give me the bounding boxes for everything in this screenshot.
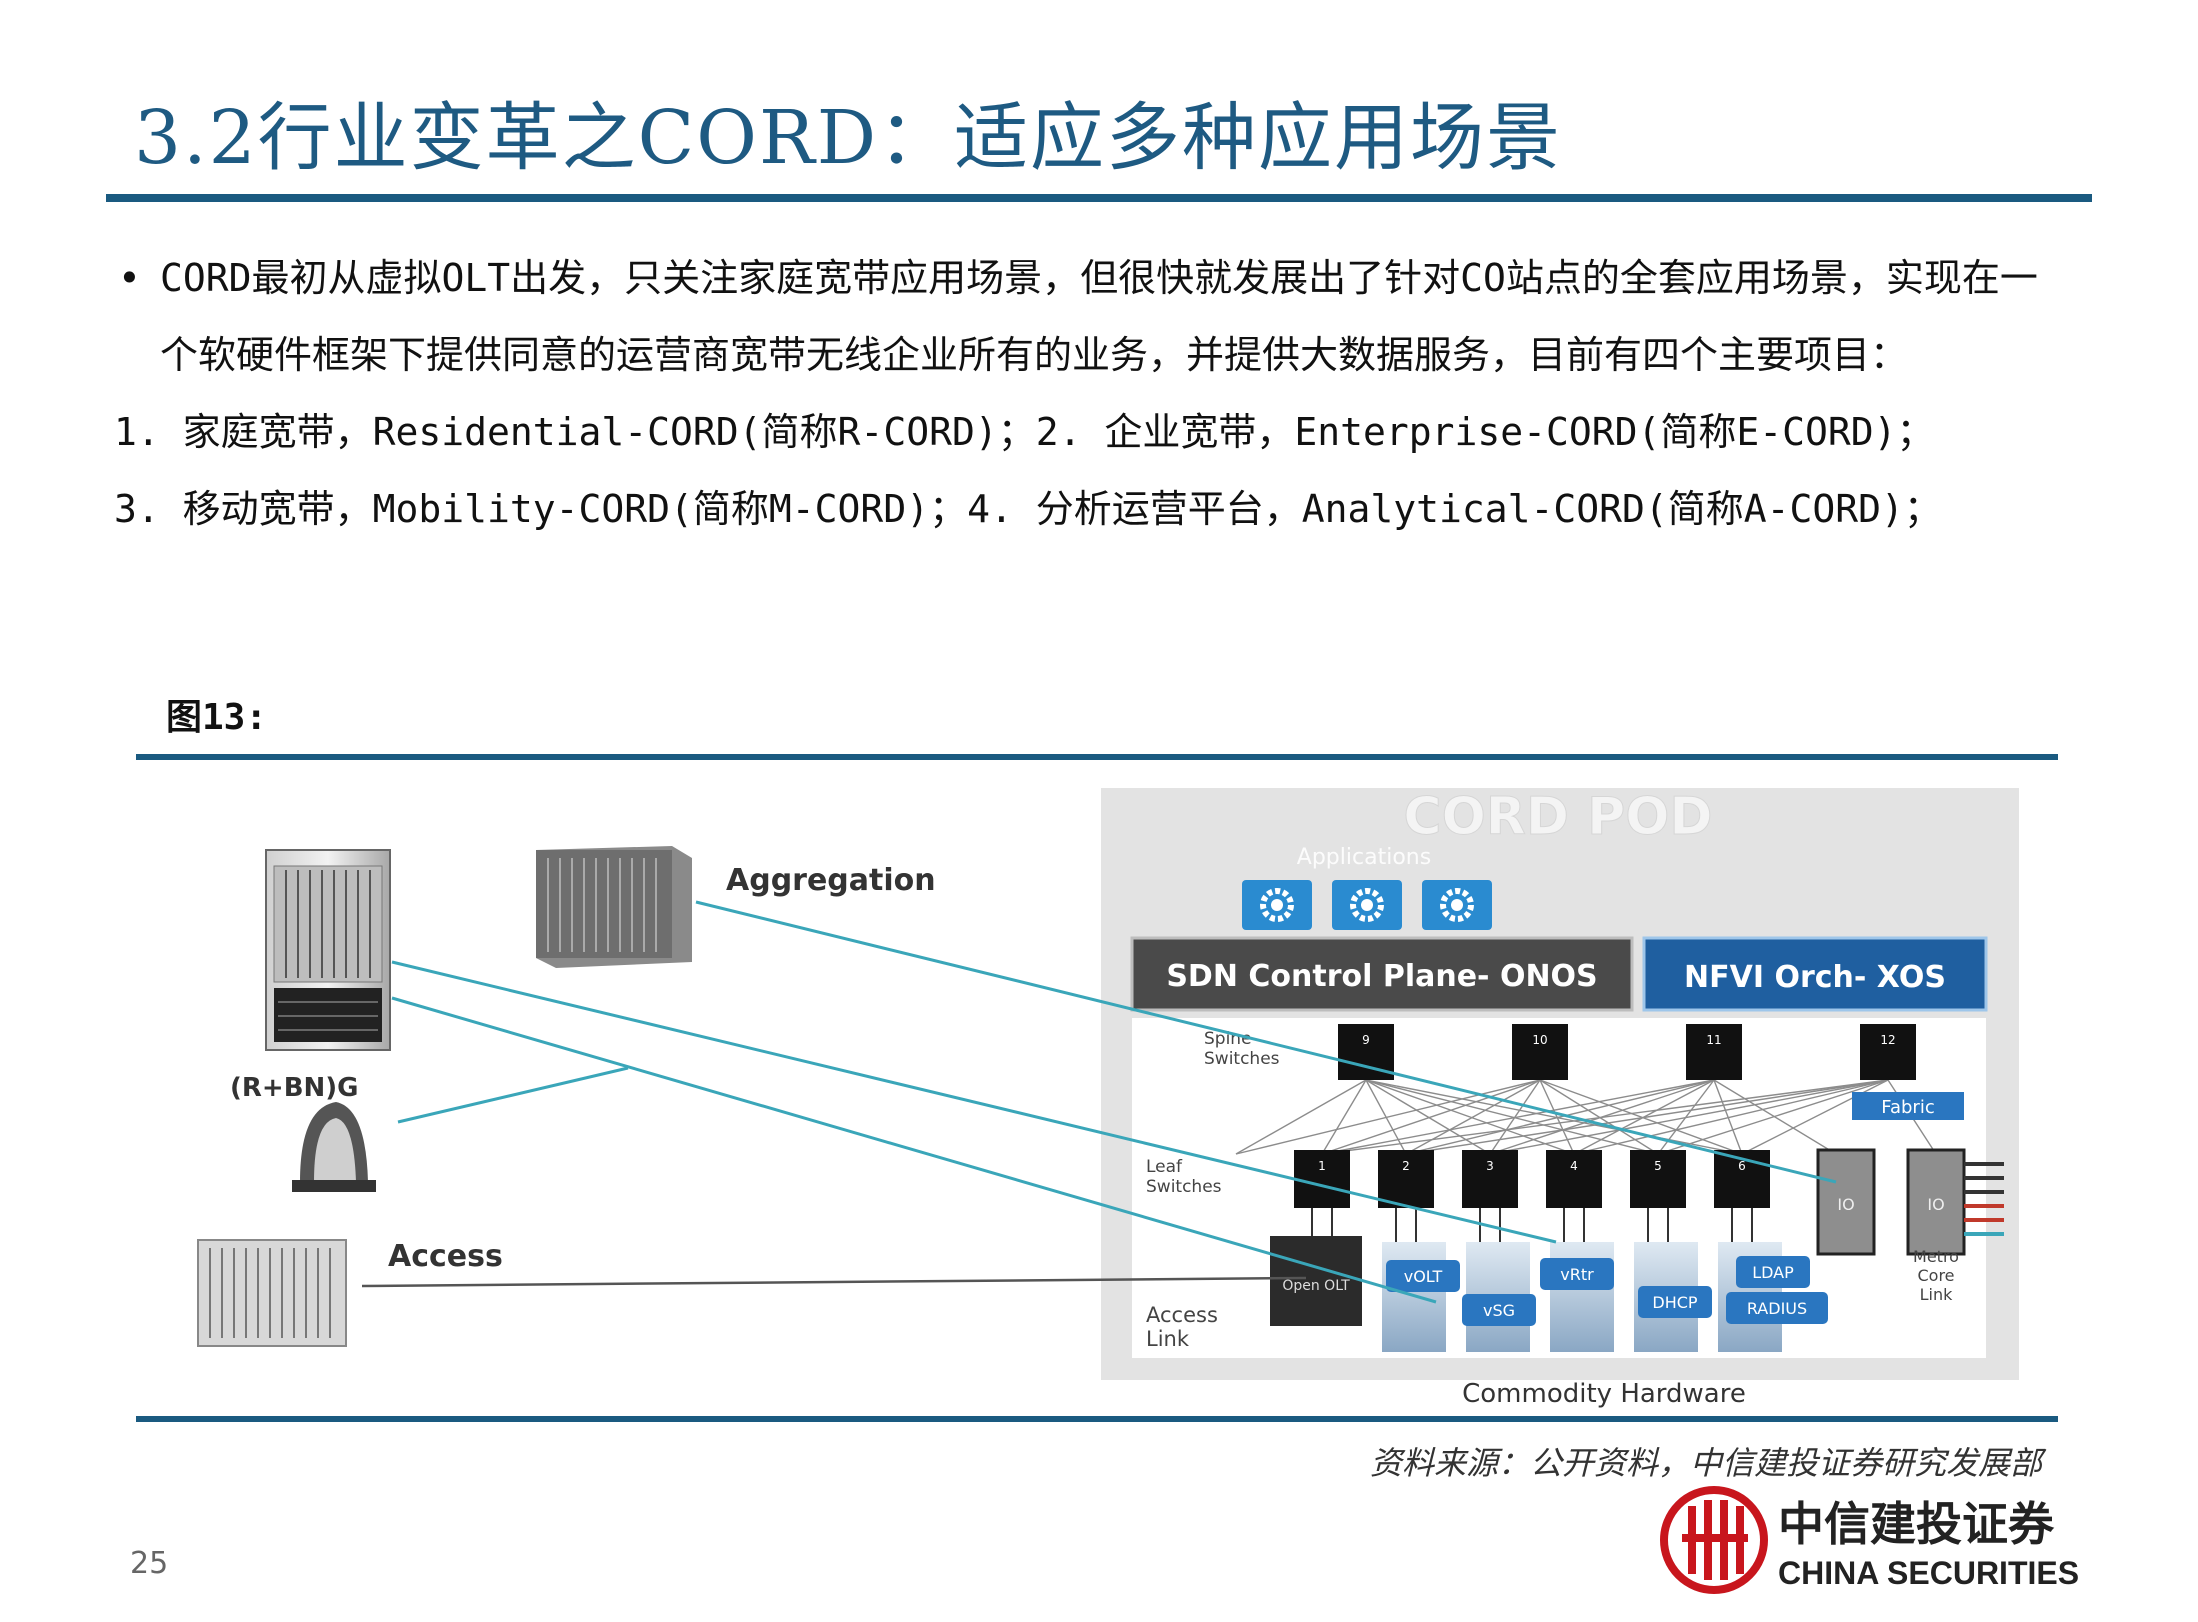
open-olt-box: [1270, 1236, 1362, 1326]
onos-label: SDN Control Plane- ONOS: [1166, 959, 1597, 994]
access-node-icon: [197, 1239, 347, 1347]
io-box: IO: [1816, 1148, 1876, 1256]
rbng-label: (R+BN)G: [230, 1073, 359, 1103]
xos-box: [1642, 936, 1988, 1012]
service-tag-label: RADIUS: [1747, 1299, 1807, 1318]
leaf-switch: 1: [1294, 1150, 1350, 1208]
access-label: Access: [388, 1239, 503, 1274]
spine-id: 11: [1706, 1033, 1721, 1047]
aggregation-chassis-icon: [536, 846, 692, 968]
rbng-to-fabric-line-1: [391, 960, 1557, 1244]
fabric-mesh: [1235, 1079, 1937, 1155]
open-olt-label: Open OLT: [1282, 1278, 1350, 1294]
wireless-router-icon: [292, 1102, 376, 1192]
project-line-1: 1. 家庭宽带，Residential-CORD(简称R-CORD)；2. 企业…: [114, 410, 1935, 454]
title-divider: [106, 194, 2092, 202]
applications-label: Applications: [1297, 845, 1431, 870]
leaf-id: 1: [1318, 1159, 1326, 1173]
rbng-to-fabric-line-2: [391, 996, 1437, 1304]
china-securities-logo: 中信建投证券 CHINA SECURITIES: [1660, 1486, 2079, 1594]
slide-title: 3.2行业变革之CORD：适应多种应用场景: [134, 95, 1563, 181]
logo-name-cn: 中信建投证券: [1778, 1497, 2055, 1551]
service-tag-label: vOLT: [1404, 1267, 1443, 1286]
bullet-paragraph: • CORD最初从虚拟OLT出发，只关注家庭宽带应用场景，但很快就发展出了针对C…: [114, 240, 2074, 394]
service-tag-label: vSG: [1483, 1301, 1515, 1320]
spine-switch: 12: [1860, 1024, 1916, 1080]
spine-id: 10: [1532, 1033, 1547, 1047]
cord-pod-title: CORD POD: [1403, 787, 1712, 847]
io-label: IO: [1837, 1195, 1854, 1214]
aggregation-to-fabric-line: [695, 900, 1837, 1184]
app-gear-icon-2: [1332, 880, 1402, 930]
leaf-switch: 4: [1546, 1150, 1602, 1208]
connector-lines: [361, 900, 1837, 1304]
service-tag: vRtr: [1540, 1258, 1614, 1290]
io-label: IO: [1927, 1195, 1944, 1214]
leaf-down-links: [1311, 1208, 1753, 1242]
leaf-id: 6: [1738, 1159, 1746, 1173]
project-line-2: 3. 移动宽带，Mobility-CORD(简称M-CORD)；4. 分析运营平…: [114, 487, 1942, 531]
commodity-hardware-label: Commodity Hardware: [1462, 1379, 1746, 1409]
rbng-rack-icon: [265, 849, 391, 1051]
leaf-switch: 5: [1630, 1150, 1686, 1208]
service-tag-label: vRtr: [1560, 1265, 1594, 1284]
onos-box: [1130, 936, 1634, 1012]
leaf-switch: 2: [1378, 1150, 1434, 1208]
metro-link-stubs: [1964, 1162, 2004, 1236]
fabric-tag: [1852, 1092, 1964, 1120]
spine-id: 9: [1362, 1033, 1370, 1047]
cord-diagram: CORD POD Applications SDN Control Plane-…: [197, 787, 2019, 1409]
figure-top-rule: [136, 754, 2058, 760]
app-gear-icon-3: [1422, 880, 1492, 930]
leaf-id: 2: [1402, 1159, 1410, 1173]
figure-label: 图13:: [166, 697, 268, 738]
china-securities-emblem-icon: [1660, 1486, 1768, 1594]
service-tag-label: DHCP: [1652, 1293, 1698, 1312]
leaf-id: 4: [1570, 1159, 1578, 1173]
fabric-label: Fabric: [1881, 1097, 1934, 1118]
bullet-dot-icon: •: [118, 256, 141, 300]
xos-label: NFVI Orch- XOS: [1684, 960, 1946, 995]
aggregation-label: Aggregation: [726, 863, 936, 898]
leaf-id: 5: [1654, 1159, 1662, 1173]
logo-name-en: CHINA SECURITIES: [1778, 1555, 2079, 1591]
app-gear-icon-1: [1242, 880, 1312, 930]
spine-id: 12: [1880, 1033, 1895, 1047]
service-tag: vSG: [1462, 1294, 1536, 1326]
bullet-text: CORD最初从虚拟OLT出发，只关注家庭宽带应用场景，但很快就发展出了针对CO站…: [160, 256, 2038, 377]
service-tag: vOLT: [1386, 1260, 1460, 1292]
page-number: 25: [130, 1546, 169, 1581]
source-note: 资料来源：公开资料，中信建投证券研究发展部: [1369, 1444, 2042, 1482]
service-tag-label: LDAP: [1752, 1263, 1794, 1282]
leaf-switch: 3: [1462, 1150, 1518, 1208]
service-tag: DHCP: [1638, 1286, 1712, 1318]
access-to-olt-line: [361, 1276, 1307, 1288]
service-tag: LDAP: [1736, 1256, 1810, 1288]
io-box: IO: [1906, 1148, 1966, 1256]
spine-switch: 10: [1512, 1024, 1568, 1080]
figure-bottom-rule: [136, 1416, 2058, 1422]
spine-switch: 11: [1686, 1024, 1742, 1080]
service-tag: RADIUS: [1726, 1292, 1828, 1324]
router-link-line: [397, 1066, 629, 1124]
leaf-id: 3: [1486, 1159, 1494, 1173]
body-text: • CORD最初从虚拟OLT出发，只关注家庭宽带应用场景，但很快就发展出了针对C…: [114, 240, 2074, 548]
